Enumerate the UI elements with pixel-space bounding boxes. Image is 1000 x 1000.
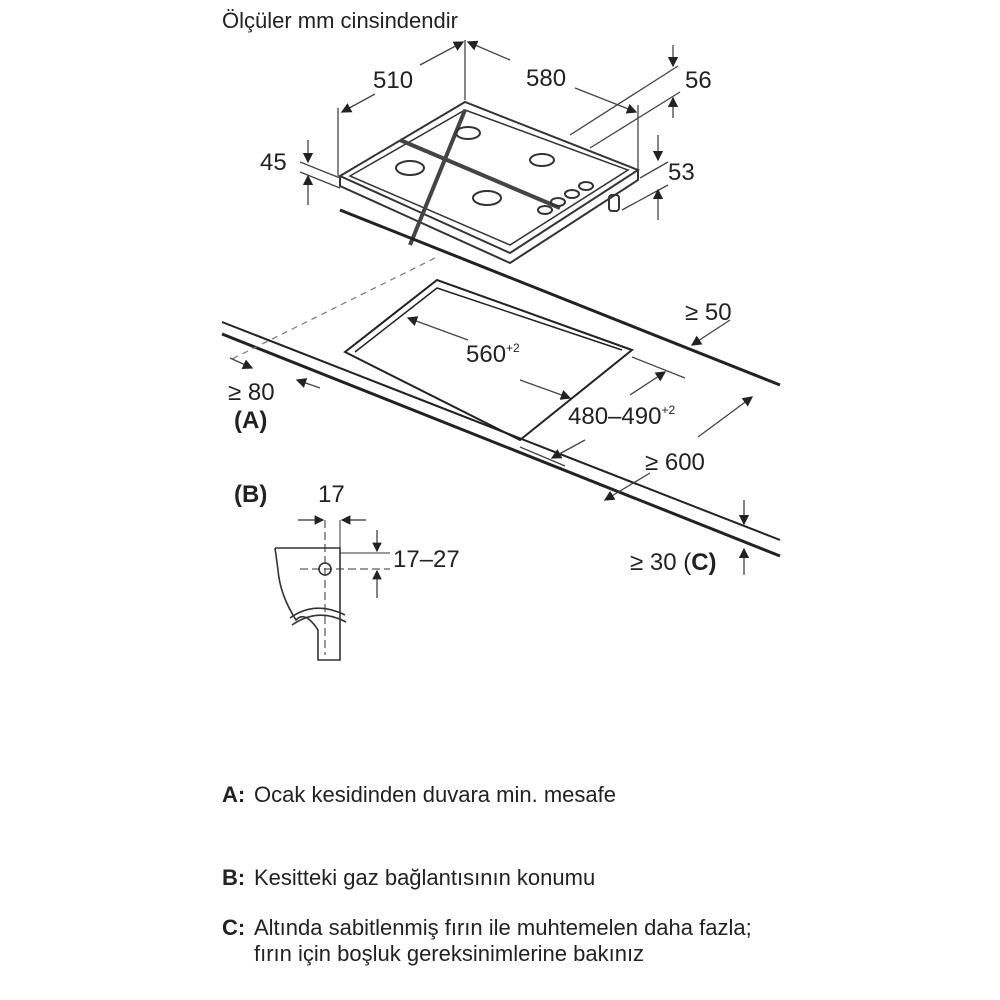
countertop-drawing	[221, 208, 781, 558]
dim-45: 45	[260, 149, 287, 176]
dim-b-height: 17–27	[393, 546, 460, 573]
dim-b-width: 17	[318, 481, 345, 508]
legend-item-a: A: Ocak kesidinden duvara min. mesafe	[222, 782, 774, 808]
legend-key: C:	[222, 915, 246, 940]
dim-counter-depth: ≥ 600	[645, 449, 705, 476]
label-b: (B)	[234, 481, 267, 508]
legend-text: Ocak kesidinden duvara min. mesafe	[254, 782, 616, 807]
dim-width: 510	[373, 67, 413, 94]
dim-cutout-width: 560+2	[466, 341, 520, 368]
dim-cutout-depth: 480–490+2	[568, 403, 675, 430]
page-title: Ölçüler mm cinsindendir	[222, 8, 458, 33]
dim-56: 56	[685, 67, 712, 94]
legend-key: B:	[222, 865, 246, 890]
dim-thickness: ≥ 30 (C)	[630, 549, 717, 576]
label-a: (A)	[234, 407, 267, 434]
legend-item-c: C: Altında sabitlenmiş fırın ile muhtemel…	[222, 915, 754, 967]
knob-icon	[537, 181, 594, 215]
gas-connection-detail	[274, 515, 390, 661]
burner-icon	[395, 126, 555, 206]
hob-dimension-lines	[299, 40, 681, 220]
legend-text: Altında sabitlenmiş fırın ile muhtemelen…	[254, 915, 752, 966]
hob-drawing	[337, 100, 641, 265]
legend-item-b: B: Kesitteki gaz bağlantısının konumu	[222, 865, 774, 891]
cutout-dimension-lines	[229, 316, 754, 501]
legend-key: A:	[222, 782, 246, 807]
dim-gap-back: ≥ 50	[685, 299, 732, 326]
dim-53: 53	[668, 159, 695, 186]
legend-text: Kesitteki gaz bağlantısının konumu	[254, 865, 596, 890]
dim-depth: 580	[526, 65, 566, 92]
dim-wall-min: ≥ 80	[228, 379, 275, 406]
